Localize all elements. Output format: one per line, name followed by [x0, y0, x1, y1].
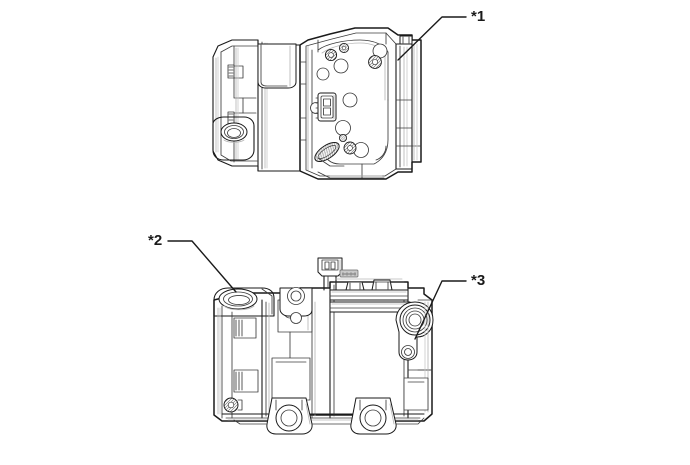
callout-3-leader: [414, 280, 467, 340]
callout-2-leader: [167, 240, 237, 293]
bolt-head-small: [338, 133, 347, 142]
connector-block-lower: [317, 257, 343, 291]
connector-block-upper: [315, 92, 337, 122]
mounting-lug-right: [350, 397, 397, 435]
bolt-head-upper-left: [324, 48, 338, 62]
housing-emblem: [339, 269, 359, 278]
callout-label-2: *2: [148, 232, 163, 249]
callout-label-1: *1: [471, 8, 486, 25]
lower-view-drawing: [213, 257, 434, 435]
callout-1-leader: [397, 16, 467, 61]
oval-knurled-pad: [314, 141, 340, 163]
upper-view-drawing: [212, 27, 422, 180]
bolt-head-lower-left: [223, 397, 243, 413]
bolt-head-upper-right: [368, 55, 382, 69]
bolt-head-lower: [343, 141, 357, 155]
bolt-head-upper-mid: [338, 42, 350, 54]
mounting-lug-left: [266, 397, 313, 435]
callout-label-3: *3: [471, 272, 486, 289]
